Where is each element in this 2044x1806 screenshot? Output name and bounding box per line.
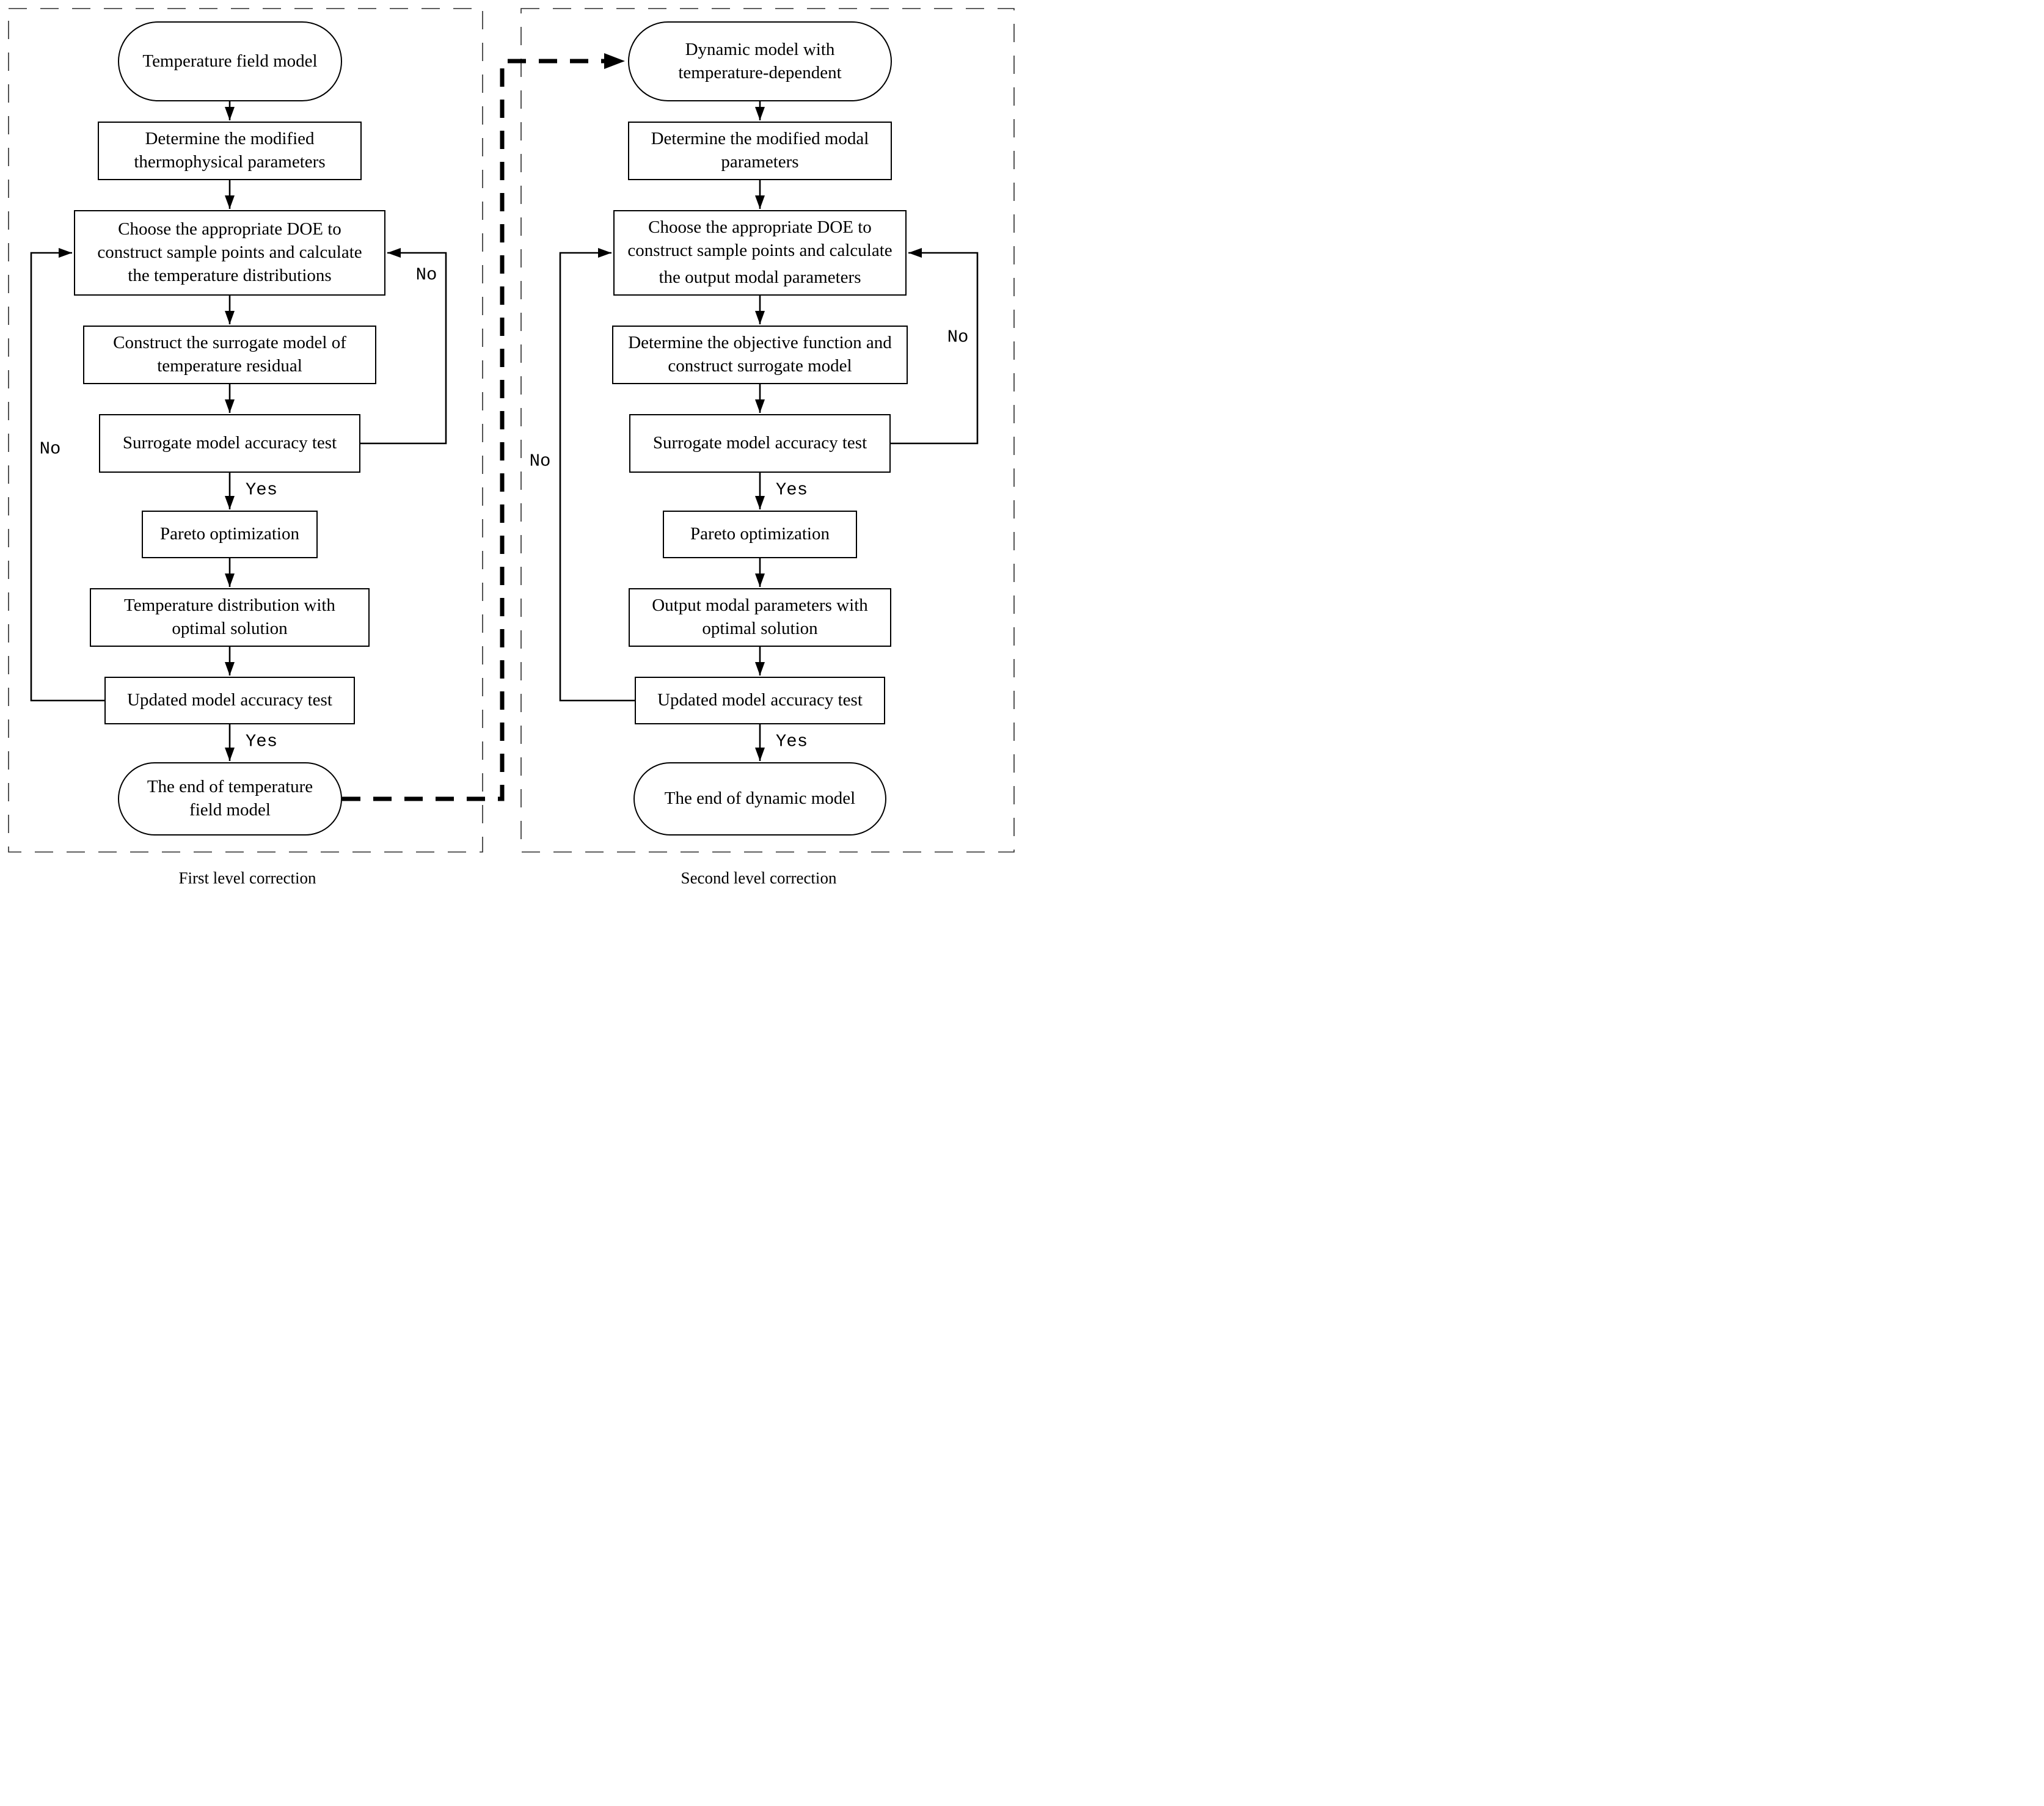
node-line: Temperature distribution with — [124, 595, 335, 616]
node-surrogate-accuracy-test-right: Surrogate model accuracy test — [629, 414, 891, 473]
node-line: Updated model accuracy test — [127, 690, 332, 710]
node-choose-doe-modal: Choose the appropriate DOE to construct … — [613, 210, 907, 296]
node-line: Surrogate model accuracy test — [652, 433, 867, 453]
label-no-left-inner: No — [39, 439, 61, 459]
node-line: thermophysical parameters — [134, 152, 326, 172]
node-surrogate-accuracy-test-left: Surrogate model accuracy test — [99, 414, 360, 473]
node-line: Dynamic model with — [685, 39, 835, 59]
node-line: Updated model accuracy test — [657, 690, 863, 710]
node-updated-accuracy-test-left: Updated model accuracy test — [104, 677, 355, 724]
node-end-temperature-field-model: The end of temperature field model — [118, 762, 342, 836]
node-line: temperature residual — [157, 356, 302, 376]
node-line: construct surrogate model — [668, 356, 852, 376]
loop-left-updated-no — [30, 248, 104, 702]
loop-right-accuracy-no — [891, 248, 979, 445]
node-line: Construct the surrogate model of — [113, 333, 346, 353]
node-line: Choose the appropriate DOE to — [648, 217, 872, 237]
caption-first-level-correction: First level correction — [178, 868, 316, 887]
node-line: Pareto optimization — [690, 524, 830, 544]
node-line: Output modal parameters with — [652, 595, 868, 616]
label-yes-right-bottom: Yes — [775, 731, 808, 752]
node-updated-accuracy-test-right: Updated model accuracy test — [635, 677, 885, 724]
node-line: parameters — [721, 152, 799, 172]
label-yes-right-top: Yes — [775, 479, 808, 500]
node-line: Choose the appropriate DOE to — [118, 219, 341, 239]
node-construct-surrogate-model: Construct the surrogate model of tempera… — [83, 326, 376, 384]
node-line: Surrogate model accuracy test — [122, 433, 337, 453]
node-line: Determine the objective function and — [628, 333, 892, 353]
node-line: The end of temperature — [147, 777, 313, 797]
loop-right-updated-no — [559, 248, 635, 702]
node-line: construct sample points and calculate — [97, 242, 362, 263]
node-pareto-optimization-right: Pareto optimization — [663, 511, 857, 558]
connector-layer — [8, 8, 1015, 853]
caption-second-level-correction: Second level correction — [681, 868, 837, 887]
node-line: construct sample points and calculate — [627, 240, 892, 260]
node-line: the output modal parameters — [659, 268, 861, 288]
loop-left-accuracy-no — [360, 248, 447, 445]
node-line: Temperature field model — [142, 51, 318, 71]
node-line: optimal solution — [172, 619, 288, 638]
label-yes-left-bottom: Yes — [245, 731, 278, 752]
node-pareto-optimization-left: Pareto optimization — [142, 511, 318, 558]
panel-first-level-border — [8, 8, 483, 853]
node-line: the temperature distributions — [128, 265, 332, 285]
node-output-modal-parameters-optimal: Output modal parameters with optimal sol… — [629, 588, 891, 647]
node-temperature-field-model: Temperature field model — [118, 21, 342, 101]
node-line: Pareto optimization — [160, 524, 299, 544]
node-line: Determine the modified — [145, 129, 315, 149]
node-temperature-distribution-optimal: Temperature distribution with optimal so… — [90, 588, 370, 647]
label-yes-left-top: Yes — [245, 479, 278, 500]
node-determine-thermophysical-parameters: Determine the modified thermophysical pa… — [98, 122, 362, 180]
flowchart-canvas: Temperature field model Determine the mo… — [0, 0, 1022, 903]
node-line: field model — [189, 800, 271, 820]
node-line: optimal solution — [702, 619, 818, 638]
connector-first-to-second-level — [342, 53, 625, 801]
node-line: temperature-dependent — [678, 62, 842, 82]
label-no-left-outer: No — [415, 264, 437, 285]
node-line: Determine the modified modal — [651, 129, 869, 149]
node-line: The end of dynamic model — [664, 788, 856, 809]
node-objective-function-surrogate: Determine the objective function and con… — [612, 326, 908, 384]
label-no-right-inner: No — [529, 451, 551, 472]
node-choose-doe-temperature: Choose the appropriate DOE to construct … — [74, 210, 385, 296]
node-end-dynamic-model: The end of dynamic model — [633, 762, 886, 836]
label-no-right-outer: No — [947, 327, 969, 348]
node-dynamic-model-temperature-dependent: Dynamic model with temperature-dependent — [628, 21, 892, 101]
node-determine-modal-parameters: Determine the modified modal parameters — [628, 122, 892, 180]
